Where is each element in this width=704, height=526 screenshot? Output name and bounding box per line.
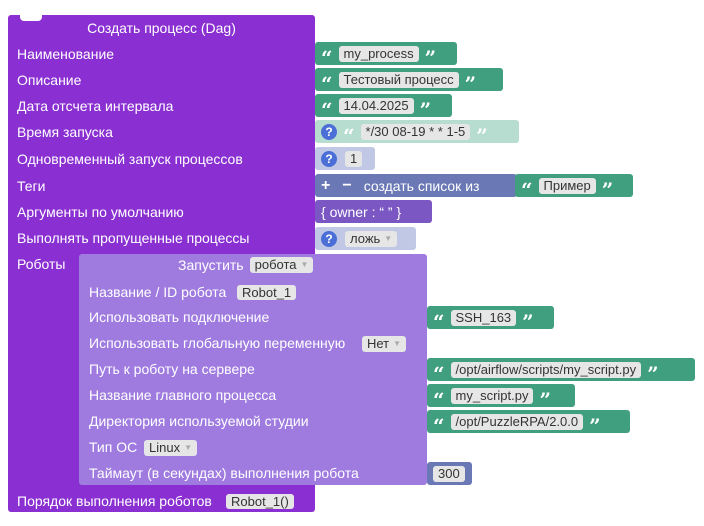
label-global-var: Использовать глобальную переменную <box>89 335 346 351</box>
robot-id-input[interactable]: Robot_1 <box>237 285 297 300</box>
minus-icon[interactable]: − <box>342 176 352 194</box>
concurrency-number-block[interactable]: ? 1 <box>315 147 375 170</box>
chevron-down-icon: ▼ <box>184 443 192 452</box>
name-text-block[interactable]: “ my_process ” <box>315 42 457 70</box>
label-robots: Роботы <box>17 256 66 272</box>
quote-close-icon: ” <box>522 309 534 334</box>
quote-close-icon: ” <box>419 97 432 122</box>
label-schedule: Время запуска <box>17 124 113 140</box>
plus-icon[interactable]: + <box>321 176 331 194</box>
order-value-wrap: Robot_1() <box>226 493 294 510</box>
name-input[interactable]: my_process <box>338 45 419 62</box>
schedule-input[interactable]: */30 08-19 * * 1-5 <box>360 123 471 140</box>
chevron-down-icon: ▼ <box>300 260 309 269</box>
quote-open-icon: “ <box>433 309 445 334</box>
catchup-bool-block[interactable]: ? ложь ▼ <box>315 227 416 250</box>
label-connection: Использовать подключение <box>89 309 270 325</box>
concurrency-input[interactable]: 1 <box>345 150 363 167</box>
quote-open-icon: “ <box>321 71 333 96</box>
label-catchup: Выполнять пропущенные процессы <box>17 230 250 246</box>
quote-open-icon: “ <box>433 413 445 438</box>
quote-close-icon: ” <box>601 177 614 202</box>
label-description: Описание <box>17 72 82 88</box>
tag-input[interactable]: Пример <box>538 177 596 194</box>
quote-open-icon: “ <box>321 97 333 122</box>
default-args-value: { owner : “ ” } <box>321 203 402 220</box>
run-type-dropdown[interactable]: робота ▼ <box>249 257 314 273</box>
connection-text-block[interactable]: “ SSH_163 ” <box>427 306 554 334</box>
description-input[interactable]: Тестовый процесс <box>338 71 459 88</box>
global-var-dropdown-wrap: Нет ▼ <box>362 335 407 352</box>
help-icon[interactable]: ? <box>321 230 337 247</box>
quote-close-icon: ” <box>476 123 488 148</box>
label-default-args: Аргументы по умолчанию <box>17 204 184 220</box>
run-type-value: робота <box>254 257 297 272</box>
catchup-value: ложь <box>350 230 381 246</box>
os-dropdown-wrap: Linux ▼ <box>144 439 197 456</box>
chevron-down-icon: ▼ <box>393 339 402 348</box>
timeout-number-block[interactable]: 300 <box>427 462 472 485</box>
label-timeout: Таймаут (в секундах) выполнения робота <box>89 465 359 481</box>
date-text-block[interactable]: “ 14.04.2025 ” <box>315 94 452 122</box>
label-studio-dir: Директория используемой студии <box>89 413 309 429</box>
studio-dir-text-block[interactable]: “ /opt/PuzzleRPA/2.0.0 ” <box>427 410 630 438</box>
connection-input[interactable]: SSH_163 <box>450 309 517 326</box>
quote-close-icon: ” <box>464 71 477 96</box>
catchup-dropdown[interactable]: ложь ▼ <box>345 230 398 247</box>
default-args-block[interactable]: { owner : “ ” } <box>315 200 432 223</box>
quote-open-icon: “ <box>433 387 445 412</box>
quote-close-icon: ” <box>647 361 659 386</box>
create-list-block[interactable]: + − создать список из <box>315 174 517 197</box>
main-process-text-block[interactable]: “ my_script.py ” <box>427 384 575 412</box>
dag-block-title: Создать процесс (Dag) <box>87 20 236 36</box>
robot-id-input-wrap: Robot_1 <box>237 284 297 301</box>
label-date: Дата отсчета интервала <box>17 98 174 114</box>
quote-open-icon: “ <box>321 45 333 70</box>
order-input[interactable]: Robot_1() <box>226 494 294 509</box>
run-label: Запустить <box>178 257 244 273</box>
create-list-label: создать список из <box>363 177 480 194</box>
label-name: Наименование <box>17 46 115 62</box>
description-text-block[interactable]: “ Тестовый процесс ” <box>315 68 503 96</box>
quote-open-icon: “ <box>521 177 533 202</box>
label-concurrency: Одновременный запуск процессов <box>17 151 243 167</box>
quote-close-icon: ” <box>539 387 551 412</box>
global-var-value: Нет <box>367 336 390 351</box>
quote-open-icon: “ <box>433 361 445 386</box>
timeout-input[interactable]: 300 <box>433 465 465 482</box>
label-main-process: Название главного процесса <box>89 387 277 403</box>
quote-close-icon: ” <box>424 45 437 70</box>
os-value: Linux <box>149 440 181 455</box>
date-input[interactable]: 14.04.2025 <box>338 97 414 114</box>
chevron-down-icon: ▼ <box>384 233 393 243</box>
label-os: Тип ОС <box>89 439 138 455</box>
label-robot-id: Название / ID робота <box>89 284 227 300</box>
global-var-dropdown[interactable]: Нет ▼ <box>362 336 407 352</box>
path-input[interactable]: /opt/airflow/scripts/my_script.py <box>450 361 642 378</box>
run-robot-header: Запустить робота ▼ <box>178 257 314 273</box>
os-dropdown[interactable]: Linux ▼ <box>144 440 197 456</box>
help-icon[interactable]: ? <box>321 150 337 167</box>
quote-close-icon: ” <box>589 413 601 438</box>
label-order: Порядок выполнения роботов <box>17 493 212 509</box>
main-process-input[interactable]: my_script.py <box>450 387 534 404</box>
tag-text-block[interactable]: “ Пример ” <box>515 174 633 202</box>
label-path: Путь к роботу на сервере <box>89 361 255 377</box>
block-notch <box>20 15 42 21</box>
studio-dir-input[interactable]: /opt/PuzzleRPA/2.0.0 <box>450 413 584 430</box>
label-tags: Теги <box>17 178 46 194</box>
path-text-block[interactable]: “ /opt/airflow/scripts/my_script.py ” <box>427 358 695 386</box>
help-icon[interactable]: ? <box>321 123 337 140</box>
quote-open-icon: “ <box>343 123 355 148</box>
schedule-text-block[interactable]: ? “ */30 08-19 * * 1-5 ” <box>315 120 519 148</box>
